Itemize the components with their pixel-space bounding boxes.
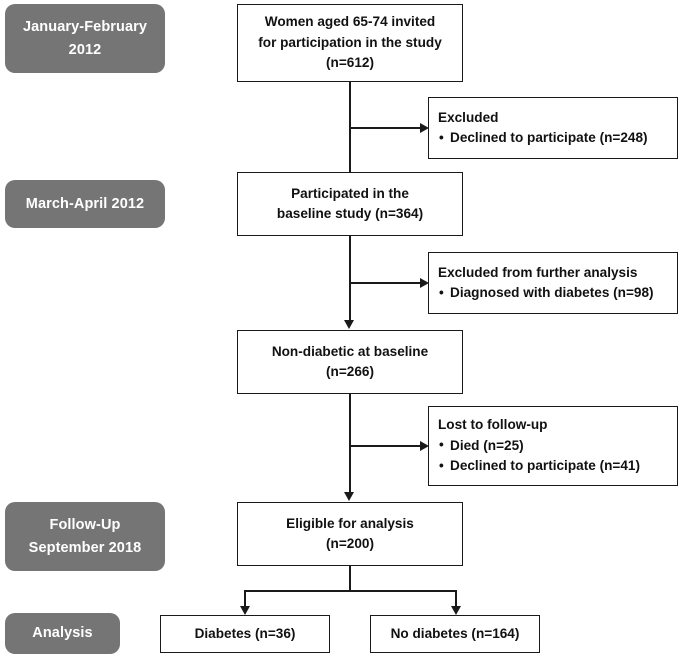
connector-to-no-diabetes: [455, 590, 457, 608]
period-label-follow-up-2018: Follow-Up September 2018: [5, 502, 165, 571]
node-participated-baseline: Participated in the baseline study (n=36…: [237, 172, 463, 236]
period-line-1: Follow-Up: [49, 517, 121, 534]
node-line-1: Non-diabetic at baseline: [271, 343, 429, 359]
node-women-invited: Women aged 65-74 invited for participati…: [237, 4, 463, 82]
exclusion-bullet: Declined to participate (n=41): [438, 456, 671, 477]
exclusion-bullet: Declined to participate (n=248): [438, 127, 671, 148]
exclusion-bullet: Diagnosed with diabetes (n=98): [438, 282, 671, 303]
connector-branch-lost-followup: [349, 445, 421, 447]
connector-to-diabetes: [244, 590, 246, 608]
node-non-diabetic-baseline: Non-diabetic at baseline (n=266): [237, 330, 463, 394]
exclusion-bullet-list: Declined to participate (n=248): [438, 127, 671, 148]
period-label-analysis: Analysis: [5, 613, 120, 654]
period-line-1: Analysis: [32, 625, 93, 642]
node-line-2: (n=200): [326, 536, 374, 551]
node-eligible-for-analysis: Eligible for analysis (n=200): [237, 502, 463, 566]
arrowhead-eligible: [344, 492, 355, 501]
exclusion-heading: Excluded: [438, 109, 499, 125]
arrowhead-excluded-2: [420, 277, 429, 288]
node-line-2: baseline study (n=364): [276, 206, 424, 221]
connector-eligible-down: [349, 566, 351, 591]
period-line-2: 2012: [68, 41, 102, 58]
node-line-1: Participated in the: [291, 185, 409, 201]
arrowhead-excluded-1: [420, 122, 429, 133]
exclusion-heading: Excluded from further analysis: [438, 264, 638, 280]
node-line-2: for participation in the study: [258, 34, 442, 50]
period-label-jan-feb-2012: January-February 2012: [5, 4, 165, 73]
connector-participated-to-non-diabetic: [349, 236, 351, 322]
node-line-1: Women aged 65-74 invited: [264, 14, 436, 30]
arrowhead-non-diabetic: [344, 320, 355, 329]
connector-non-diabetic-to-eligible: [349, 394, 351, 494]
node-excluded-diagnosed-diabetes: Excluded from further analysis Diagnosed…: [428, 252, 678, 314]
node-excluded-declined: Excluded Declined to participate (n=248): [428, 97, 678, 159]
node-line-3: (n=612): [326, 55, 374, 71]
node-outcome-no-diabetes: No diabetes (n=164): [370, 615, 540, 653]
period-label-mar-apr-2012: March-April 2012: [5, 180, 165, 228]
arrowhead-no-diabetes: [450, 606, 461, 615]
exclusion-heading: Lost to follow-up: [438, 417, 548, 433]
arrowhead-lost-followup: [420, 440, 429, 451]
period-line-1: January-February: [22, 19, 148, 36]
node-lost-to-follow-up: Lost to follow-up Died (n=25) Declined t…: [428, 406, 678, 486]
outcome-label: Diabetes (n=36): [194, 625, 296, 641]
arrowhead-diabetes: [239, 606, 250, 615]
node-outcome-diabetes: Diabetes (n=36): [160, 615, 330, 653]
node-line-1: Eligible for analysis: [286, 515, 414, 531]
exclusion-bullet: Died (n=25): [438, 435, 671, 456]
node-line-2: (n=266): [326, 364, 374, 379]
connector-branch-excluded-1: [349, 127, 421, 129]
exclusion-bullet-list: Diagnosed with diabetes (n=98): [438, 282, 671, 303]
exclusion-bullet-list: Died (n=25) Declined to participate (n=4…: [438, 435, 671, 477]
connector-branch-excluded-2: [349, 282, 421, 284]
period-line-2: September 2018: [28, 539, 142, 556]
connector-outcome-split-bar: [244, 590, 456, 592]
period-line-1: March-April 2012: [25, 195, 145, 212]
outcome-label: No diabetes (n=164): [390, 625, 520, 641]
